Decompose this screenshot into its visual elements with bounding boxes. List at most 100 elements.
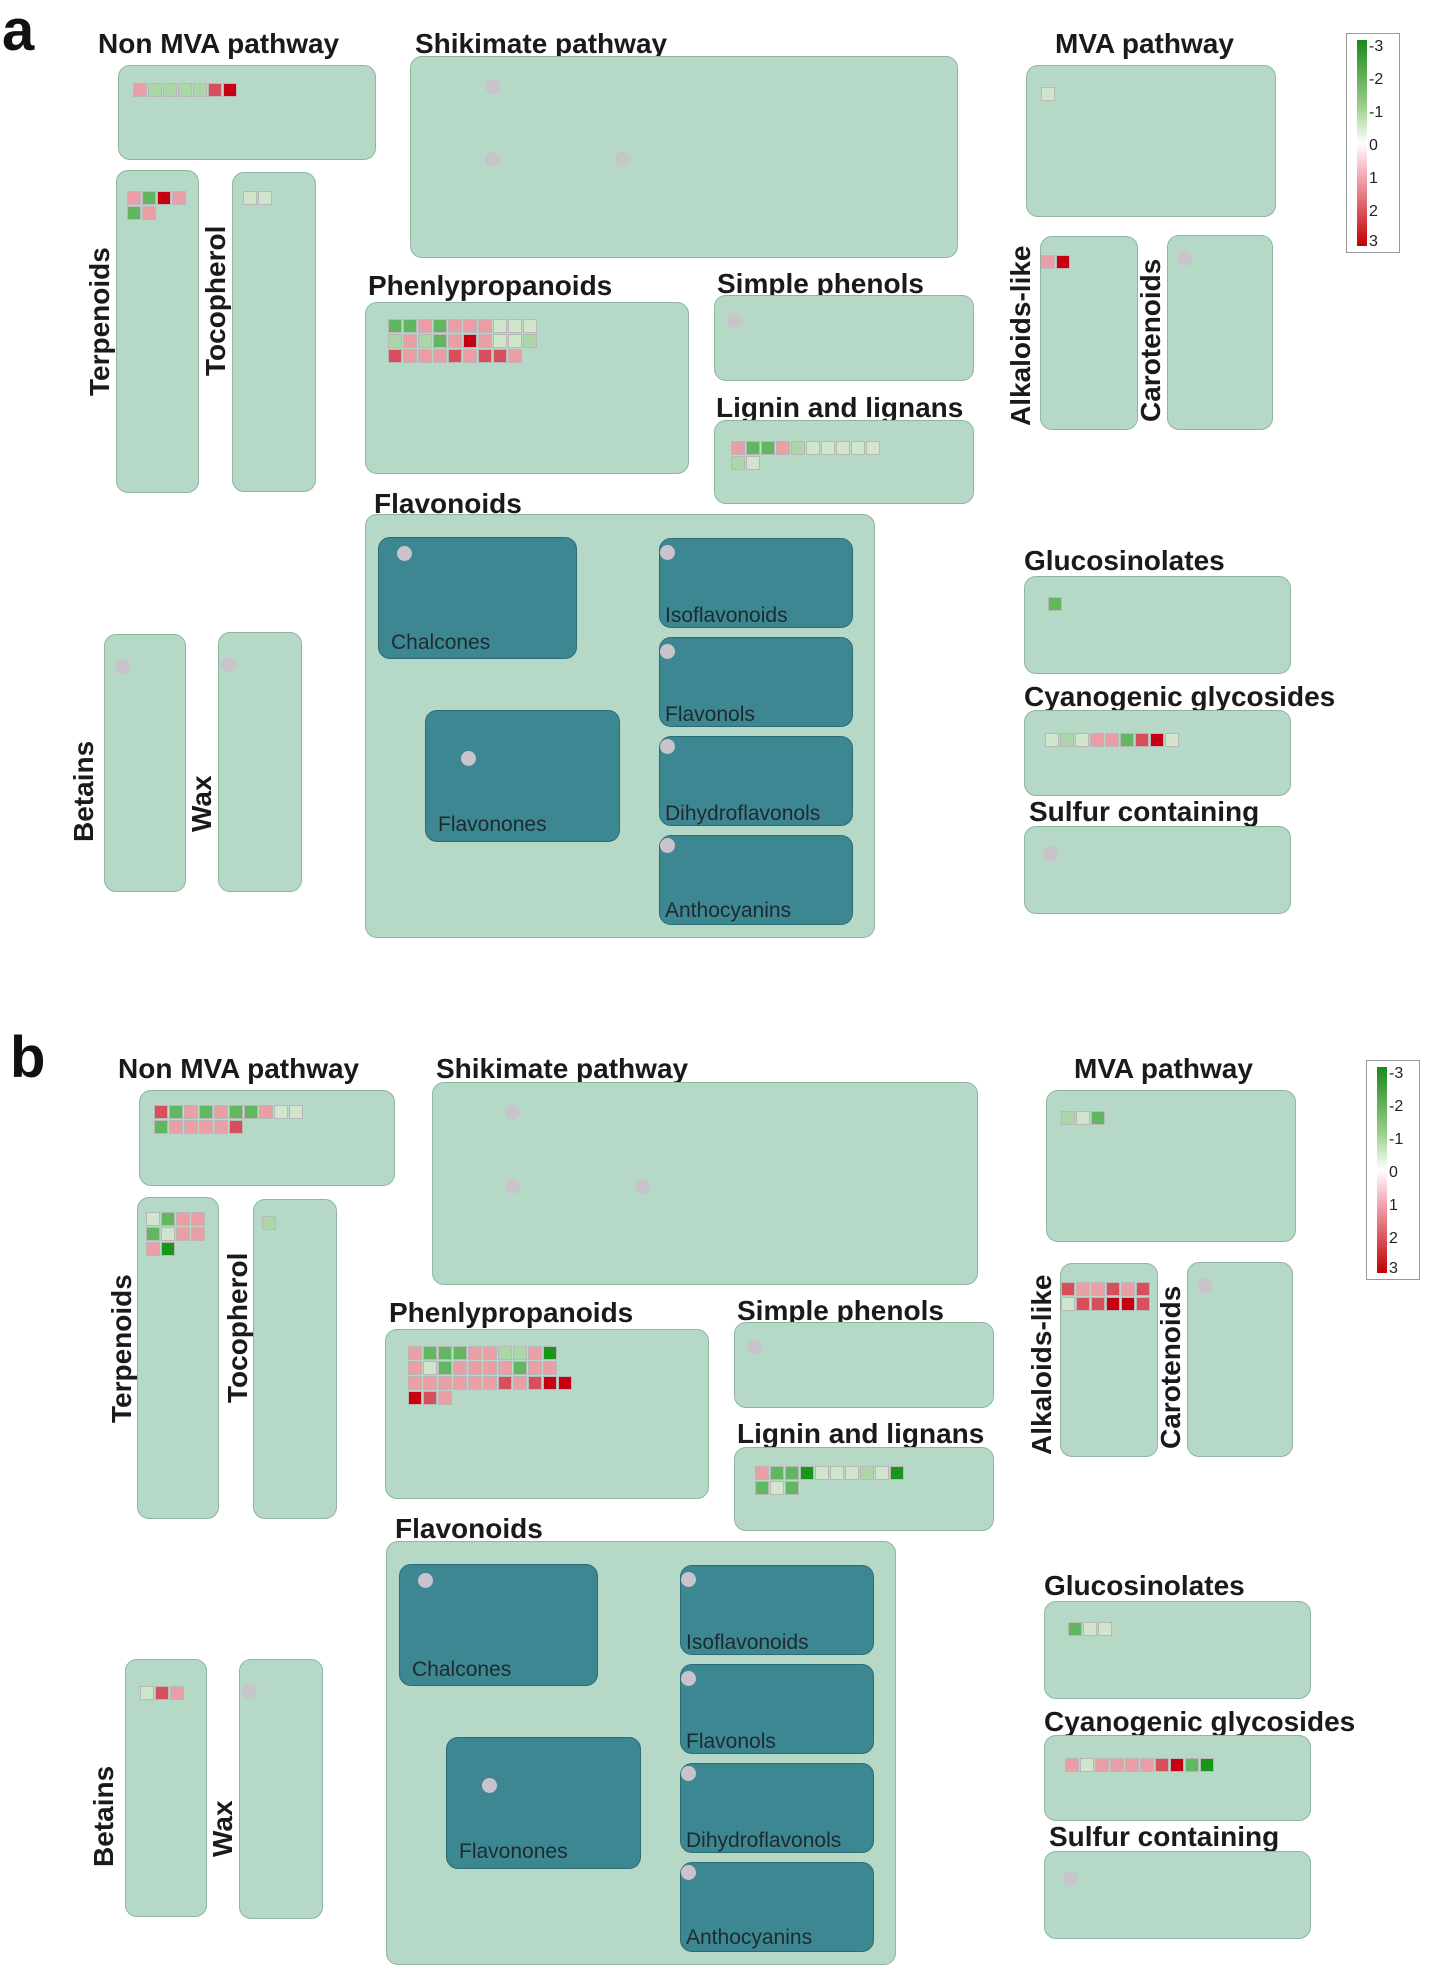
heatmap-cell <box>875 1466 889 1480</box>
shikimate-label: Shikimate pathway <box>415 28 668 59</box>
heatmap-cell <box>438 1361 452 1375</box>
heatmap-cell <box>851 441 865 455</box>
heatmap-cell <box>176 1212 190 1226</box>
heatmap-cell <box>453 1376 467 1390</box>
heatmap-cell <box>453 1361 467 1375</box>
heatmap-cell <box>1170 1758 1184 1772</box>
compound-dot <box>221 657 236 672</box>
isoflavonoids-label: Isoflavonoids <box>686 1631 809 1654</box>
heatmap-cell <box>1185 1758 1199 1772</box>
heatmap-cell <box>176 1227 190 1241</box>
heatmap-cell <box>770 1466 784 1480</box>
terpenoids-label: Terpenoids <box>106 1274 137 1423</box>
heatmap-cell <box>154 1105 168 1119</box>
anthocyanins-label: Anthocyanins <box>686 1926 813 1949</box>
heatmap-cell <box>1200 1758 1214 1772</box>
heatmap-cell <box>403 319 417 333</box>
dihydroflavonols-box: Dihydroflavonols <box>659 736 853 826</box>
heatmap-cell <box>845 1466 859 1480</box>
compound-dot <box>660 644 675 659</box>
heatmap-cell <box>433 334 447 348</box>
compound-dot <box>242 1684 257 1699</box>
cyanogenic-box <box>1024 710 1291 796</box>
heatmap-cell <box>528 1376 542 1390</box>
heatmap-cell <box>508 334 522 348</box>
terpenoids-box <box>137 1197 219 1519</box>
flavonols-box: Flavonols <box>680 1664 874 1754</box>
carotenoids-box <box>1187 1262 1293 1457</box>
heatmap-cell <box>468 1346 482 1360</box>
heatmap-cell <box>229 1120 243 1134</box>
heatmap-cell <box>191 1227 205 1241</box>
compound-dot <box>485 152 500 167</box>
heatmap-cell <box>418 319 432 333</box>
compound-dot <box>681 1766 696 1781</box>
heatmap-cell <box>170 1686 184 1700</box>
heatmap-cell <box>558 1376 572 1390</box>
cyanogenic-label: Cyanogenic glycosides <box>1024 681 1336 712</box>
wax-box <box>218 632 302 892</box>
chalcones-box: Chalcones <box>378 537 577 659</box>
heatmap-cell <box>830 1466 844 1480</box>
heatmap-cell <box>1060 733 1074 747</box>
chalcones-label: Chalcones <box>391 631 491 654</box>
lignin-box <box>734 1447 994 1531</box>
heatmap-cell <box>770 1481 784 1495</box>
legend-tick: -3 <box>1369 38 1384 55</box>
legend-tick: -2 <box>1369 71 1384 88</box>
heatmap-cell <box>423 1346 437 1360</box>
mva-label: MVA pathway <box>1074 1053 1253 1084</box>
heatmap-cell <box>1136 1282 1150 1296</box>
heatmap-cell <box>1095 1758 1109 1772</box>
legend-tick: -1 <box>1389 1131 1404 1148</box>
legend-tick: 2 <box>1369 203 1378 220</box>
flavonones-label: Flavonones <box>438 813 547 836</box>
heatmap-cell <box>262 1216 276 1230</box>
heatmap-cell <box>800 1466 814 1480</box>
compound-dot <box>747 1340 762 1355</box>
carotenoids-label: Carotenoids <box>1155 1285 1186 1449</box>
heatmap-cell <box>161 1242 175 1256</box>
heatmap-cell <box>1065 1758 1079 1772</box>
heatmap-cell <box>776 441 790 455</box>
heatmap-cell <box>1083 1622 1097 1636</box>
heatmap-cell <box>1076 1111 1090 1125</box>
tocopherol-box <box>232 172 316 492</box>
heatmap-cell <box>508 319 522 333</box>
heatmap-cell <box>423 1376 437 1390</box>
compound-dot <box>660 545 675 560</box>
heatmap-cell <box>755 1481 769 1495</box>
heatmap-cell <box>193 83 207 97</box>
chalcones-label: Chalcones <box>412 1658 512 1681</box>
heatmap-cell <box>223 83 237 97</box>
heatmap-cell <box>523 334 537 348</box>
legend-tick: 1 <box>1369 170 1378 187</box>
heatmap-cell <box>1136 1297 1150 1311</box>
heatmap-cell <box>483 1361 497 1375</box>
anthocyanins-box: Anthocyanins <box>680 1862 874 1952</box>
lignin-label: Lignin and lignans <box>716 392 964 423</box>
betains-box <box>104 634 186 892</box>
heatmap-cell <box>154 1120 168 1134</box>
isoflavonoids-label: Isoflavonoids <box>665 604 788 627</box>
panel-a: a Non MVA pathway Shikimate pathway MVA … <box>2 2 1400 938</box>
heatmap-cell <box>423 1391 437 1405</box>
color-legend: -3 -2 -1 0 1 2 3 <box>1366 1060 1420 1280</box>
compound-dot <box>418 1573 433 1588</box>
compound-dot <box>397 546 412 561</box>
mva-box <box>1026 65 1276 217</box>
alkaloids-label: Alkaloids-like <box>1005 245 1036 426</box>
simple-phenols-box <box>734 1322 994 1408</box>
heatmap-cell <box>1125 1758 1139 1772</box>
heatmap-cell <box>433 349 447 363</box>
heatmap-cell <box>140 1686 154 1700</box>
panel-b: b Non MVA pathway Shikimate pathway MVA … <box>0 1027 1430 1970</box>
heatmap-cell <box>543 1361 557 1375</box>
simple-phenols-box <box>714 295 974 381</box>
heatmap-cell <box>513 1346 527 1360</box>
heatmap-cell <box>785 1466 799 1480</box>
phenylpropanoids-box <box>365 302 689 474</box>
chalcones-box: Chalcones <box>399 1564 598 1686</box>
compound-dot <box>681 1865 696 1880</box>
heatmap-cell <box>890 1466 904 1480</box>
